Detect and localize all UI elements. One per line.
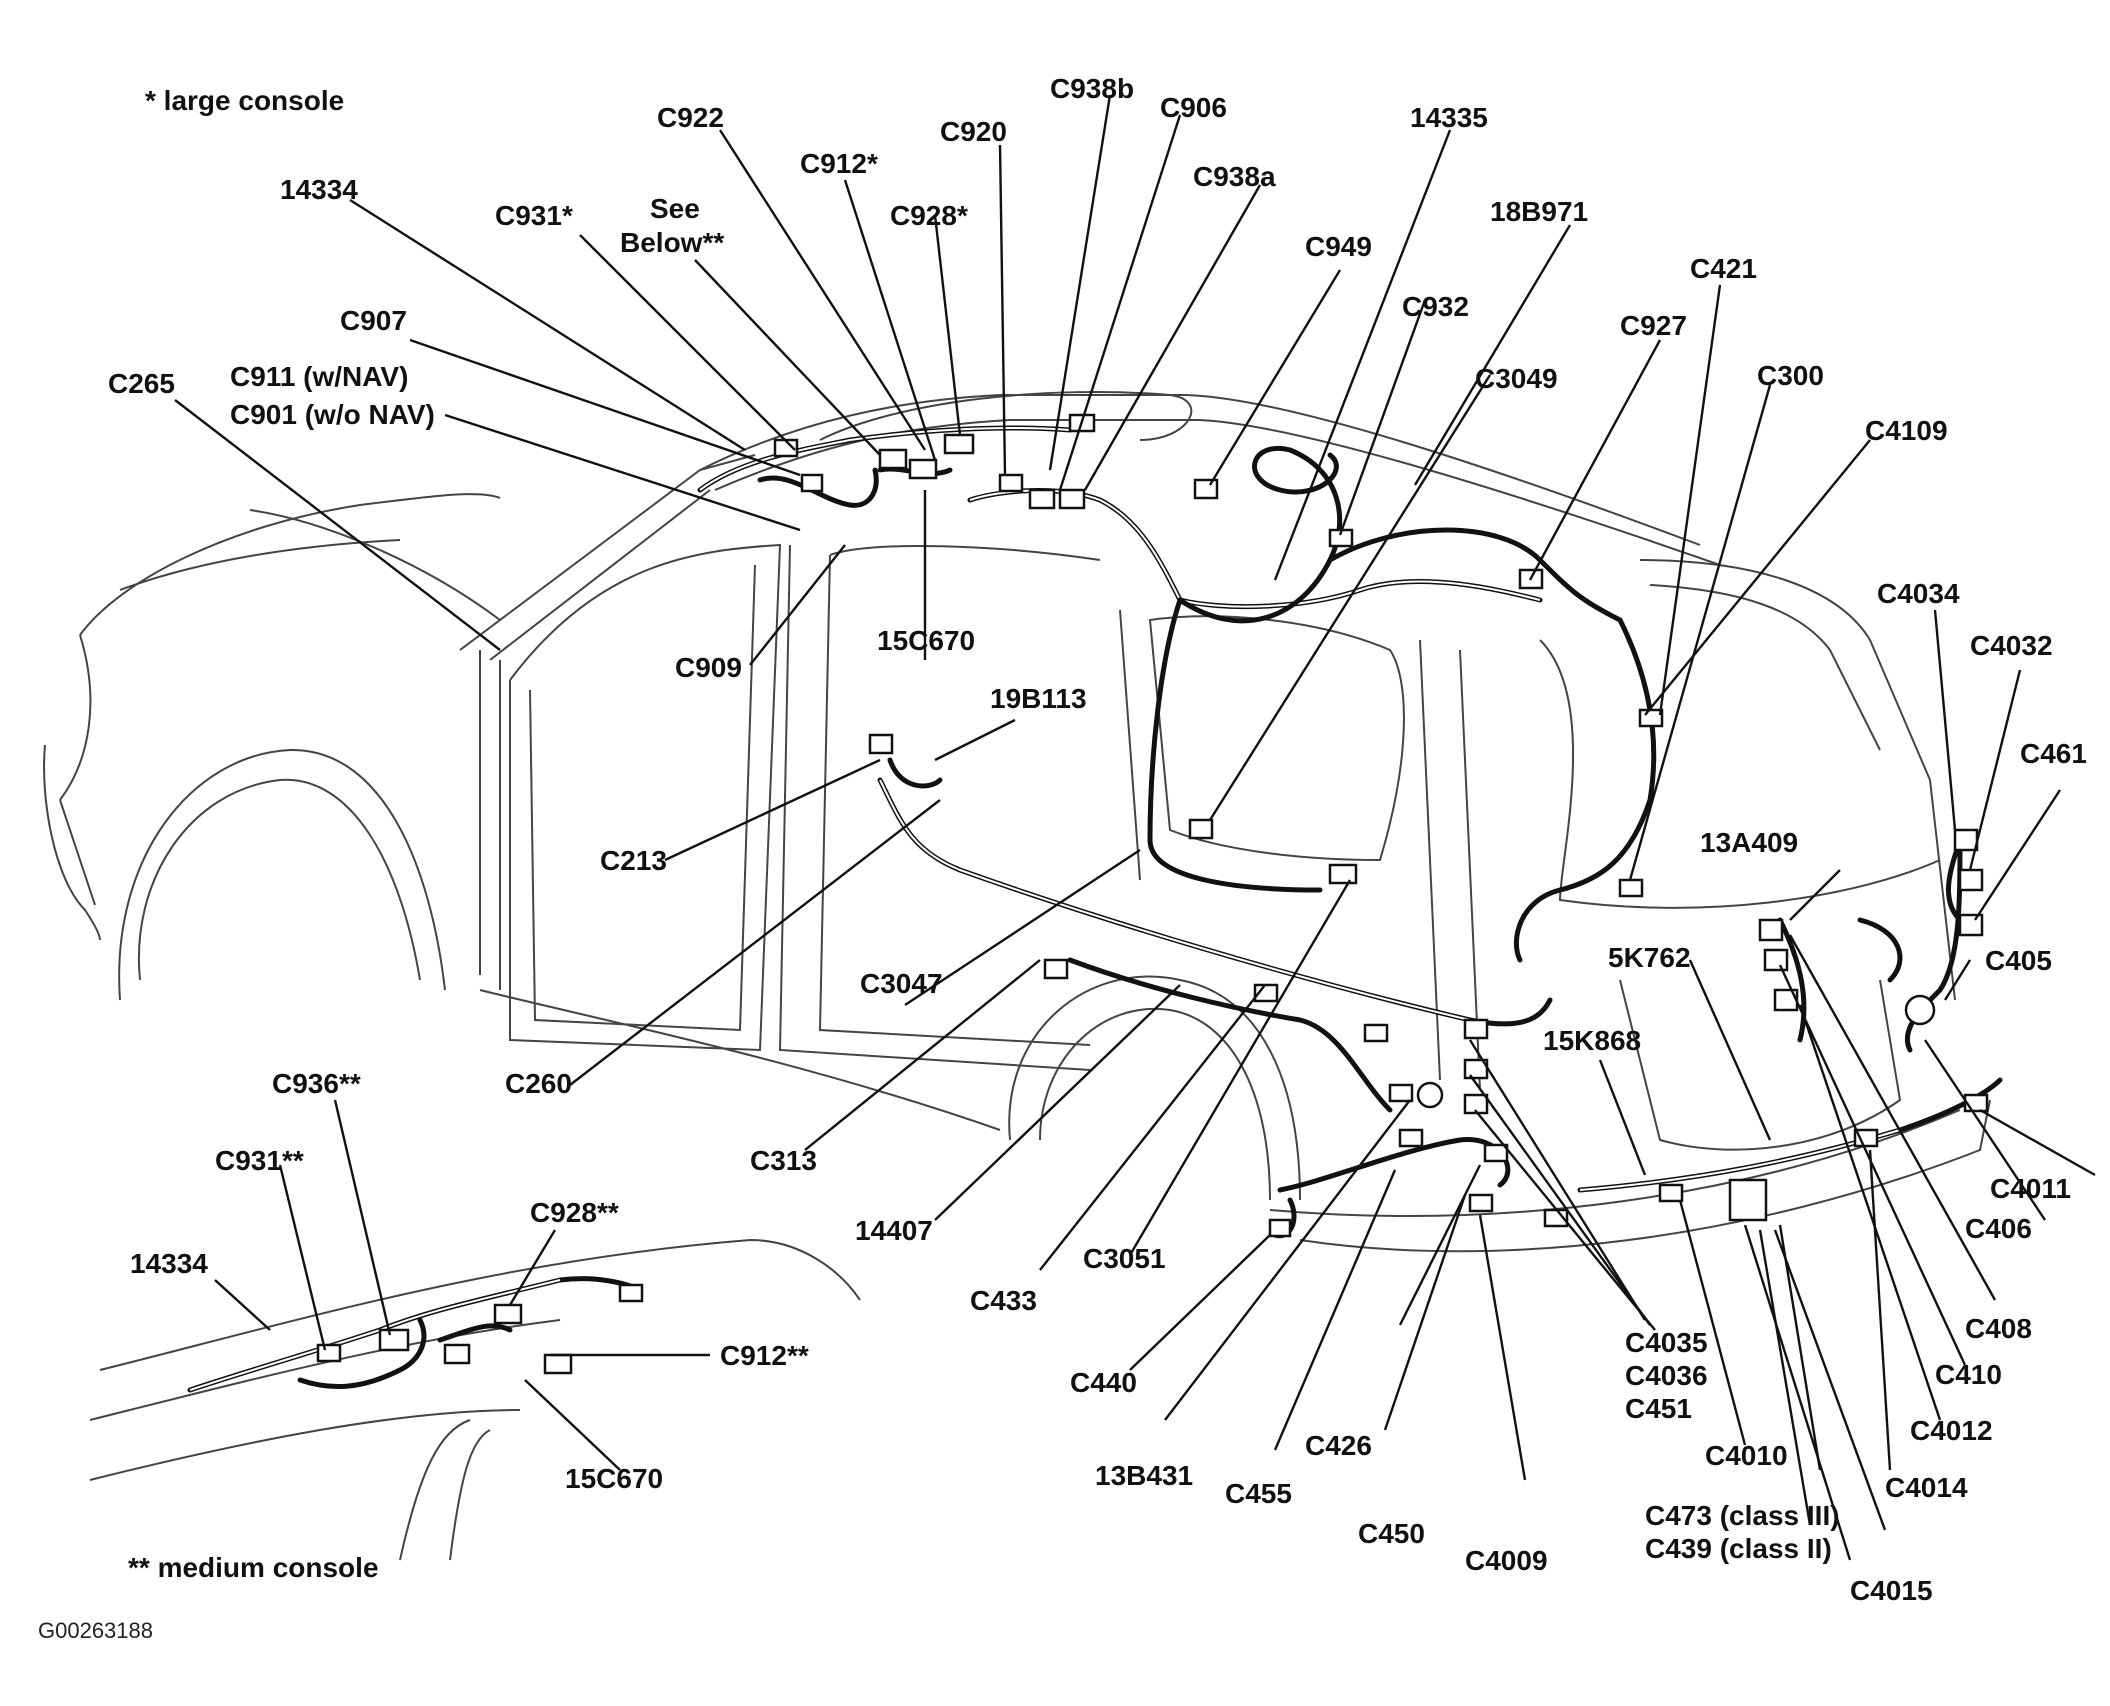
label-15k868: 15K868 <box>1543 1025 1641 1056</box>
label-c928-large: C928* <box>890 200 968 231</box>
label-c4035: C4035 <box>1625 1327 1708 1358</box>
label-c455: C455 <box>1225 1478 1292 1509</box>
label-c928-med: C928** <box>530 1197 619 1228</box>
label-c300: C300 <box>1757 360 1824 391</box>
label-c410: C410 <box>1935 1359 2002 1390</box>
label-c4036: C4036 <box>1625 1360 1708 1391</box>
label-c461: C461 <box>2020 738 2087 769</box>
large-console-note: * large console <box>145 85 344 116</box>
label-c932: C932 <box>1402 291 1469 322</box>
label-c4012: C4012 <box>1910 1415 1993 1446</box>
labels: * large console C938b C906 C922 C920 143… <box>38 73 2087 1643</box>
label-14407: 14407 <box>855 1215 933 1246</box>
label-c4009: C4009 <box>1465 1545 1548 1576</box>
label-5k762: 5K762 <box>1608 942 1691 973</box>
figure-code: G00263188 <box>38 1618 153 1643</box>
label-15c670-med: 15C670 <box>565 1463 663 1494</box>
medium-console-note: ** medium console <box>128 1552 379 1583</box>
label-13b431: 13B431 <box>1095 1460 1193 1491</box>
label-c907: C907 <box>340 305 407 336</box>
label-c4032: C4032 <box>1970 630 2053 661</box>
label-c426: C426 <box>1305 1430 1372 1461</box>
label-c938b: C938b <box>1050 73 1134 104</box>
label-c936-med: C936** <box>272 1068 361 1099</box>
label-19b113: 19B113 <box>990 683 1087 714</box>
label-c3051: C3051 <box>1083 1243 1166 1274</box>
label-15c670-main: 15C670 <box>877 625 975 656</box>
label-c451: C451 <box>1625 1393 1692 1424</box>
label-c4109: C4109 <box>1865 415 1948 446</box>
label-14335: 14335 <box>1410 102 1488 133</box>
vehicle-body-outline <box>43 391 1991 1561</box>
label-c473: C473 (class III) <box>1645 1500 1840 1531</box>
label-c927: C927 <box>1620 310 1687 341</box>
label-c909: C909 <box>675 652 742 683</box>
label-c4010: C4010 <box>1705 1440 1788 1471</box>
label-c949: C949 <box>1305 231 1372 262</box>
label-c912-med: C912** <box>720 1340 809 1371</box>
label-c4011: C4011 <box>1990 1173 2071 1204</box>
label-18b971: 18B971 <box>1490 196 1588 227</box>
label-14334-med: 14334 <box>130 1248 208 1279</box>
label-see: See <box>650 193 700 224</box>
label-below: Below** <box>620 227 724 258</box>
label-c922: C922 <box>657 102 724 133</box>
label-13a409: 13A409 <box>1700 827 1798 858</box>
label-c906: C906 <box>1160 92 1227 123</box>
label-c260: C260 <box>505 1068 572 1099</box>
label-c421: C421 <box>1690 253 1757 284</box>
label-c931-med: C931** <box>215 1145 304 1176</box>
label-c3047: C3047 <box>860 968 943 999</box>
label-c931-large: C931* <box>495 200 573 231</box>
label-c4014: C4014 <box>1885 1472 1968 1503</box>
leader-lines <box>174 94 2096 1561</box>
label-c433: C433 <box>970 1285 1037 1316</box>
label-c912-large: C912* <box>800 148 878 179</box>
label-c313: C313 <box>750 1145 817 1176</box>
label-c450: C450 <box>1358 1518 1425 1549</box>
label-c439: C439 (class II) <box>1645 1533 1832 1564</box>
label-c4034: C4034 <box>1877 578 1960 609</box>
label-c901: C901 (w/o NAV) <box>230 399 435 430</box>
wiring-harnesses <box>187 425 2003 1393</box>
label-c265: C265 <box>108 368 175 399</box>
label-c213: C213 <box>600 845 667 876</box>
label-c4015: C4015 <box>1850 1575 1933 1606</box>
label-c406: C406 <box>1965 1213 2032 1244</box>
label-14334-main: 14334 <box>280 174 358 205</box>
label-c911: C911 (w/NAV) <box>230 361 408 392</box>
label-c405: C405 <box>1985 945 2052 976</box>
label-c3049: C3049 <box>1475 363 1558 394</box>
label-c920: C920 <box>940 116 1007 147</box>
label-c440: C440 <box>1070 1367 1137 1398</box>
label-c408: C408 <box>1965 1313 2032 1344</box>
connectors <box>316 413 1989 1375</box>
label-c938a: C938a <box>1193 161 1276 192</box>
